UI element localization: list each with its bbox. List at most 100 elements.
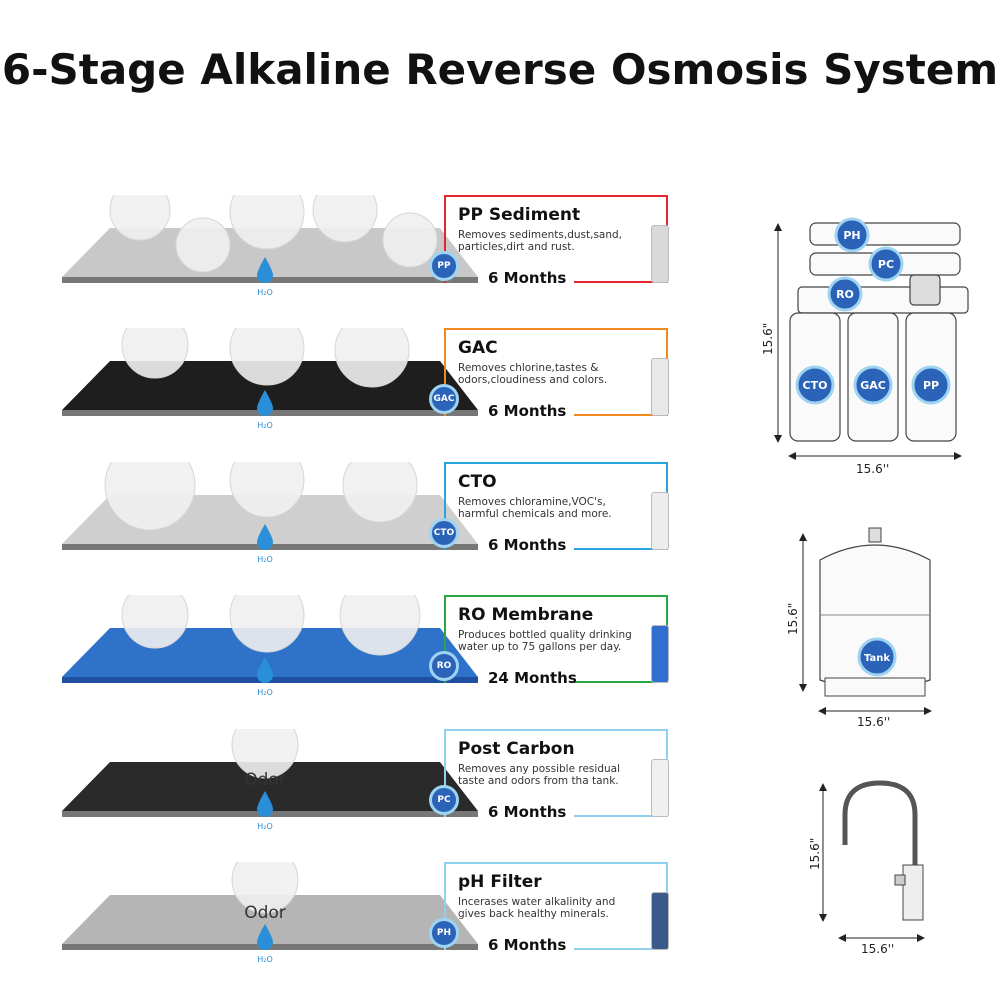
system-label-ro: RO xyxy=(836,288,854,301)
stage-description-line: Removes chlorine,tastes & xyxy=(458,362,599,374)
contaminant-sphere xyxy=(229,462,305,518)
stage-lifespan: 24 Months xyxy=(488,669,577,687)
stage-badge: CTO xyxy=(429,518,459,548)
water-label: H₂O xyxy=(257,555,273,564)
stage-lifespan: 6 Months xyxy=(488,402,567,420)
contaminant-sphere xyxy=(229,328,305,386)
contaminant-sphere xyxy=(175,217,231,273)
stage-description-line: Removes sediments,dust,sand, xyxy=(458,229,623,241)
stage-description-line: harmful chemicals and more. xyxy=(458,508,612,520)
stage-description-line: Incerases water alkalinity and xyxy=(458,896,616,908)
contaminant-sphere xyxy=(229,595,305,653)
page-title: 6-Stage Alkaline Reverse Osmosis System xyxy=(1,45,999,94)
stage-illustration: H₂O xyxy=(62,462,478,564)
stage-description-line: particles,dirt and rust. xyxy=(458,241,575,253)
tank-width-dim: 15.6'' xyxy=(857,715,890,729)
water-drop-icon xyxy=(257,791,273,817)
system-label-pp: PP xyxy=(923,379,939,392)
water-label: H₂O xyxy=(257,688,273,697)
contaminant-sphere xyxy=(334,328,410,388)
cartridge-image xyxy=(651,225,669,283)
stage-badge: GAC xyxy=(429,384,459,414)
water-drop-icon xyxy=(257,390,273,416)
cartridge-image xyxy=(651,625,669,683)
stage-title: RO Membrane xyxy=(458,605,594,625)
stage-badge: RO xyxy=(429,651,459,681)
stage-frame-bottom xyxy=(574,281,668,283)
stage-lifespan: 6 Months xyxy=(488,936,567,954)
system-width-dim: 15.6'' xyxy=(856,462,889,476)
stage-badge: PC xyxy=(429,785,459,815)
cartridge-image xyxy=(651,492,669,550)
cartridge-image xyxy=(651,759,669,817)
cartridge-image xyxy=(651,892,669,950)
stage-frame-bottom xyxy=(574,548,668,550)
faucet-diagram: 15.6" 15.6'' xyxy=(808,780,925,956)
tank-diagram: 15.6" 15.6'' Tank xyxy=(786,527,932,729)
system-label-gac: GAC xyxy=(860,379,886,392)
stage-description-line: taste and odors from tha tank. xyxy=(458,775,619,787)
water-label: H₂O xyxy=(257,822,273,831)
stage-title: PP Sediment xyxy=(458,205,581,225)
stage-frame-bottom xyxy=(574,681,668,683)
faucet-width-dim: 15.6'' xyxy=(861,942,894,956)
contaminant-sphere xyxy=(231,862,299,914)
stage-frame-bottom xyxy=(574,414,668,416)
stage-frame-bottom xyxy=(574,815,668,817)
stage-description-line: odors,cloudiness and colors. xyxy=(458,374,608,386)
contaminant-sphere xyxy=(342,462,418,523)
contaminant-sphere xyxy=(339,595,421,656)
system-label-pc: PC xyxy=(878,258,894,271)
contaminant-sphere xyxy=(382,212,438,268)
stage-row-gac: H₂O GAC Removes chlorine,tastes & odors,… xyxy=(0,328,700,461)
stage-lifespan: 6 Months xyxy=(488,269,567,287)
water-drop-icon xyxy=(257,924,273,950)
tank-label: Tank xyxy=(864,653,890,664)
stage-description-line: gives back healthy minerals. xyxy=(458,908,609,920)
stage-row-ro: H₂O RO Membrane Produces bottled quality… xyxy=(0,595,700,728)
stage-frame-bottom xyxy=(574,948,668,950)
filter-media-slab xyxy=(62,762,478,811)
filter-media-slab xyxy=(62,228,478,277)
tank-height-dim: 15.6" xyxy=(786,603,800,635)
ro-system-diagram: 15.6" 15.6'' PH PC RO CTO GAC PP xyxy=(761,217,969,476)
stage-description: Incerases water alkalinity and gives bac… xyxy=(458,896,615,920)
stage-illustration: H₂O xyxy=(62,595,478,697)
stage-title: CTO xyxy=(458,472,497,492)
system-label-ph: PH xyxy=(843,229,860,242)
water-label: H₂O xyxy=(257,288,273,297)
stage-description: Removes chloramine,VOC's, harmful chemic… xyxy=(458,496,612,520)
water-label: H₂O xyxy=(257,955,273,964)
contaminant-sphere xyxy=(109,195,171,241)
stage-lifespan: 6 Months xyxy=(488,803,567,821)
stage-description-line: water up to 75 gallons per day. xyxy=(458,641,622,653)
stage-badge: PH xyxy=(429,918,459,948)
stage-badge: PP xyxy=(429,251,459,281)
stage-illustration: H₂O xyxy=(62,328,478,430)
stage-title: pH Filter xyxy=(458,872,542,892)
stage-lifespan: 6 Months xyxy=(488,536,567,554)
stage-description-line: Produces bottled quality drinking xyxy=(458,629,632,641)
stage-description-line: Removes chloramine,VOC's, xyxy=(458,496,606,508)
contaminant-sphere xyxy=(312,195,378,243)
contaminant-sphere xyxy=(121,328,189,379)
water-drop-icon xyxy=(257,524,273,550)
water-drop-icon xyxy=(257,657,273,683)
stage-description-line: Removes any possible residual xyxy=(458,763,620,775)
water-drop-icon xyxy=(257,257,273,283)
stage-illustration: H₂O xyxy=(62,195,478,297)
odor-label: Odor xyxy=(244,903,286,923)
filter-media-slab xyxy=(62,895,478,944)
odor-label: Odor xyxy=(244,770,286,790)
stage-description: Removes chlorine,tastes & odors,cloudine… xyxy=(458,362,607,386)
stage-description: Produces bottled quality drinking water … xyxy=(458,629,632,653)
contaminant-sphere xyxy=(121,595,189,649)
water-label: H₂O xyxy=(257,421,273,430)
stage-description: Removes sediments,dust,sand, particles,d… xyxy=(458,229,622,253)
cartridge-image xyxy=(651,358,669,416)
system-height-dim: 15.6" xyxy=(761,323,775,355)
stage-row-pp: H₂O PP Sediment Removes sediments,dust,s… xyxy=(0,195,700,328)
